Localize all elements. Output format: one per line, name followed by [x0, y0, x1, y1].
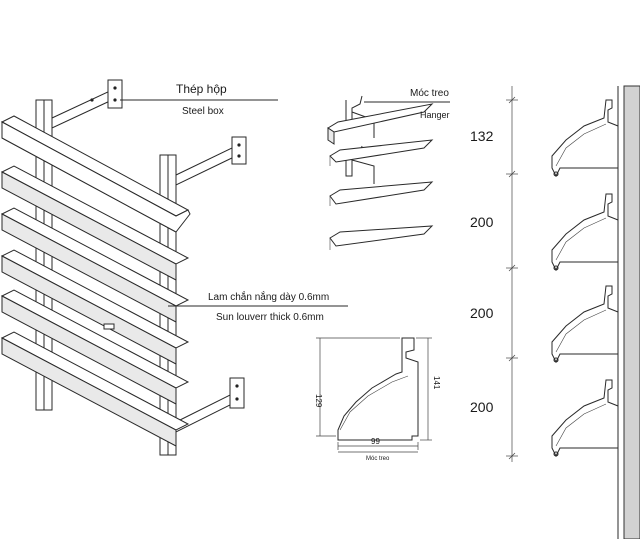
steel-box-callout: Thép hộp Steel box	[120, 82, 278, 117]
louver-blade-4	[0, 249, 190, 365]
profile-caption: Móc treo	[366, 456, 390, 462]
hanger-detail: Móc treo Hanger	[327, 88, 450, 250]
dim-ticks	[506, 96, 518, 460]
louver-label-vi: Lam chắn nắng dày 0.6mm	[208, 290, 329, 303]
spacing-dim-4: 200	[470, 399, 494, 415]
profile-width: 99	[371, 437, 380, 446]
louver-profile-3	[551, 285, 619, 364]
louver-callout: Lam chắn nắng dày 0.6mm Sun louverr thic…	[168, 290, 348, 323]
louver-profile-2	[551, 193, 619, 272]
louver-blade-2	[0, 165, 190, 281]
steel-box-bracket-top	[51, 79, 123, 129]
steel-box-label-vi: Thép hộp	[176, 82, 227, 96]
louver-blade-3	[0, 207, 190, 323]
spacing-dim-3: 200	[470, 305, 494, 321]
steel-box-label-en: Steel box	[182, 106, 224, 117]
louver-label-en: Sun louverr thick 0.6mm	[216, 312, 324, 323]
hanger-label-vi: Móc treo	[410, 88, 449, 99]
louver-blade-5	[0, 289, 190, 405]
louver-profile-4	[551, 379, 619, 458]
profile-height-left: 129	[314, 394, 323, 408]
spacing-dim-2: 200	[470, 214, 494, 230]
hanger-label-en: Hanger	[420, 110, 450, 120]
profile-height-right: 141	[432, 376, 441, 390]
louver-profile-1	[551, 99, 619, 178]
louver-blade-1	[0, 115, 191, 233]
louver-blade-6	[0, 331, 190, 447]
spacing-dim-1: 132	[470, 128, 494, 144]
wall	[623, 85, 640, 539]
steel-box-bracket-mid	[175, 136, 247, 186]
louver-assembly-isometric	[0, 79, 247, 456]
hanger-profile-section: 129 141 99 Móc treo	[314, 337, 441, 462]
louver-section-elevation: 132 200 200 200	[470, 85, 640, 539]
